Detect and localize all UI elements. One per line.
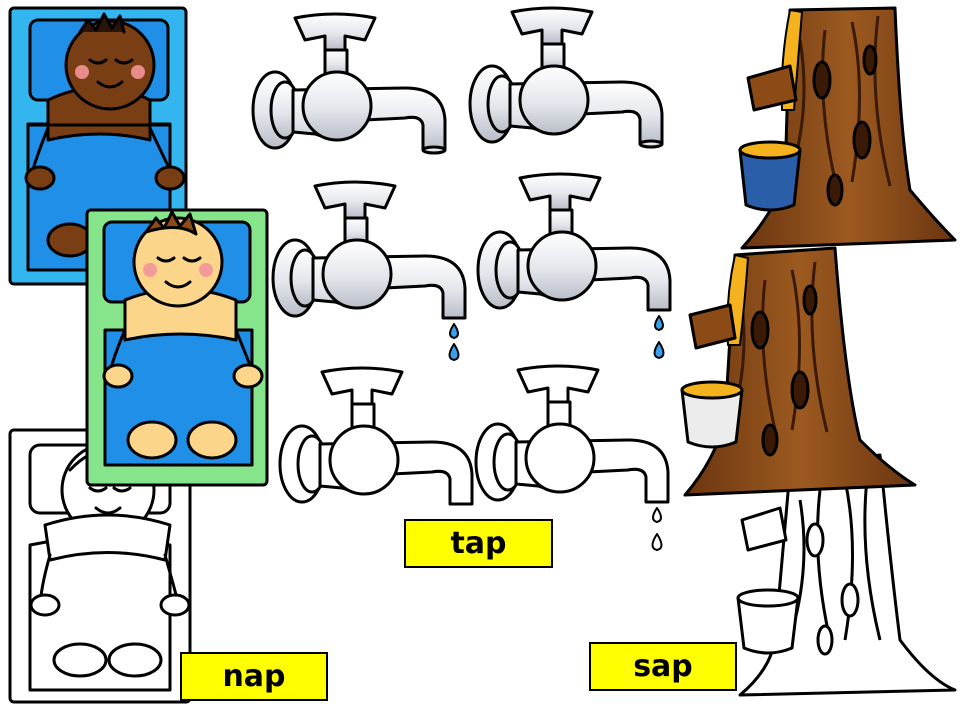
faucet-dripping (271, 180, 467, 361)
tree-stump-sap-bucket (680, 246, 917, 497)
faucet (251, 12, 447, 155)
faucet-dripping (476, 172, 672, 359)
tree-stump-sap-bucket (738, 6, 957, 250)
sleeping-child-colored-dark (8, 6, 188, 286)
word-label-tap: tap (404, 519, 553, 568)
sleeping-child-colored-light (85, 208, 269, 487)
word-label-nap: nap (180, 652, 328, 701)
tree-stump-sap-bucket-outline (736, 453, 957, 697)
word-label-sap: sap (589, 642, 737, 691)
faucet-outline-dripping (474, 364, 670, 551)
faucet-outline (278, 366, 474, 506)
faucet (468, 6, 664, 149)
